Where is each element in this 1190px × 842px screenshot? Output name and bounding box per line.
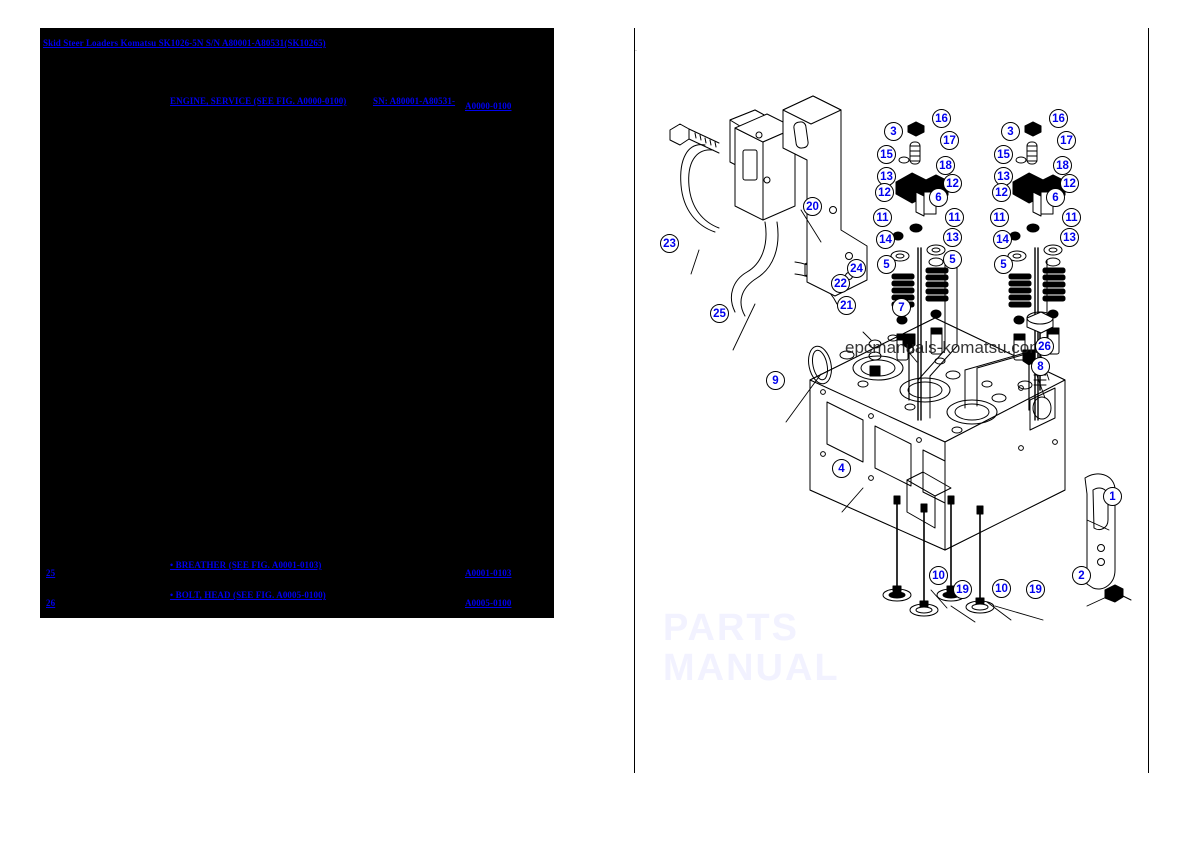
callout-bubble-11[interactable]: 11 <box>990 208 1009 227</box>
breadcrumb-segment-serial[interactable]: SK1026-5N S/N A80001-A80531(SK10265) <box>158 38 326 48</box>
callout-bubble-21[interactable]: 21 <box>837 296 856 315</box>
callout-bubble-12[interactable]: 12 <box>992 183 1011 202</box>
callout-bubble-24[interactable]: 24 <box>847 259 866 278</box>
callout-bubble-3[interactable]: 3 <box>1001 122 1020 141</box>
table-row-part-number[interactable]: A0005-0100 <box>465 598 512 608</box>
callout-bubble-11[interactable]: 11 <box>945 208 964 227</box>
valve-assemblies <box>882 495 995 617</box>
callout-bubble-16[interactable]: 16 <box>932 109 951 128</box>
callout-bubble-20[interactable]: 20 <box>803 197 822 216</box>
callout-bubble-10[interactable]: 10 <box>992 579 1011 598</box>
callout-bubble-16[interactable]: 16 <box>1049 109 1068 128</box>
callout-bubble-1[interactable]: 1 <box>1103 487 1122 506</box>
callout-bubble-5[interactable]: 5 <box>994 255 1013 274</box>
parts-title-serial[interactable]: SN: A80001-A80531- <box>373 96 456 106</box>
callout-bubble-3[interactable]: 3 <box>884 122 903 141</box>
callout-bubble-19[interactable]: 19 <box>953 580 972 599</box>
callout-bubble-5[interactable]: 5 <box>943 250 962 269</box>
callout-bubble-13[interactable]: 13 <box>943 228 962 247</box>
callout-bubble-18[interactable]: 18 <box>936 156 955 175</box>
callout-bubble-5[interactable]: 5 <box>877 255 896 274</box>
head-gasket <box>808 345 832 385</box>
table-row-description[interactable]: • BOLT, HEAD (SEE FIG. A0005-0100) <box>170 590 326 600</box>
callout-bubble-7[interactable]: 7 <box>892 298 911 317</box>
callout-bubble-18[interactable]: 18 <box>1053 156 1072 175</box>
parts-title-part-number[interactable]: A0000-0100 <box>465 101 512 111</box>
callout-bubble-15[interactable]: 15 <box>994 145 1013 164</box>
callout-bubble-6[interactable]: 6 <box>929 188 948 207</box>
callout-bubble-15[interactable]: 15 <box>877 145 896 164</box>
callout-bubble-10[interactable]: 10 <box>929 566 948 585</box>
breadcrumb[interactable]: Skid Steer Loaders Komatsu SK1026-5N S/N… <box>43 38 326 49</box>
table-row-description[interactable]: • BREATHER (SEE FIG. A0001-0103) <box>170 560 322 570</box>
callout-bubble-12[interactable]: 12 <box>875 183 894 202</box>
callout-bubble-17[interactable]: 17 <box>1057 131 1076 150</box>
callout-bubble-11[interactable]: 11 <box>873 208 892 227</box>
callout-bubble-14[interactable]: 14 <box>876 230 895 249</box>
callout-bubble-17[interactable]: 17 <box>940 131 959 150</box>
callout-bubble-8[interactable]: 8 <box>1031 357 1050 376</box>
callout-bubble-23[interactable]: 23 <box>660 234 679 253</box>
table-row-item-no[interactable]: 26 <box>46 598 56 608</box>
callout-bubble-19[interactable]: 19 <box>1026 580 1045 599</box>
callout-bubble-6[interactable]: 6 <box>1046 188 1065 207</box>
parts-title-description[interactable]: ENGINE, SERVICE (SEE FIG. A0000-0100) <box>170 96 347 106</box>
parts-list-panel: Skid Steer Loaders Komatsu SK1026-5N S/N… <box>40 28 554 618</box>
leader-lines-banks <box>917 259 1048 421</box>
callout-bubble-4[interactable]: 4 <box>832 459 851 478</box>
callout-bubble-11[interactable]: 11 <box>1062 208 1081 227</box>
callout-leaders <box>635 50 1114 623</box>
callout-bubble-9[interactable]: 9 <box>766 371 785 390</box>
callout-bubble-26[interactable]: 26 <box>1035 337 1054 356</box>
table-row-item-no[interactable]: 25 <box>46 568 56 578</box>
callout-bubble-2[interactable]: 2 <box>1072 566 1091 585</box>
breadcrumb-segment-model[interactable]: Skid Steer Loaders Komatsu <box>43 38 157 48</box>
callout-bubble-14[interactable]: 14 <box>993 230 1012 249</box>
breather-and-bracket <box>669 95 868 317</box>
callout-bubble-13[interactable]: 13 <box>877 167 896 186</box>
callout-bubble-12[interactable]: 12 <box>1060 174 1079 193</box>
table-row-part-number[interactable]: A0001-0103 <box>465 568 512 578</box>
callout-bubble-13[interactable]: 13 <box>1060 228 1079 247</box>
callout-bubble-12[interactable]: 12 <box>943 174 962 193</box>
callout-bubble-25[interactable]: 25 <box>710 304 729 323</box>
callout-bubble-22[interactable]: 22 <box>831 274 850 293</box>
